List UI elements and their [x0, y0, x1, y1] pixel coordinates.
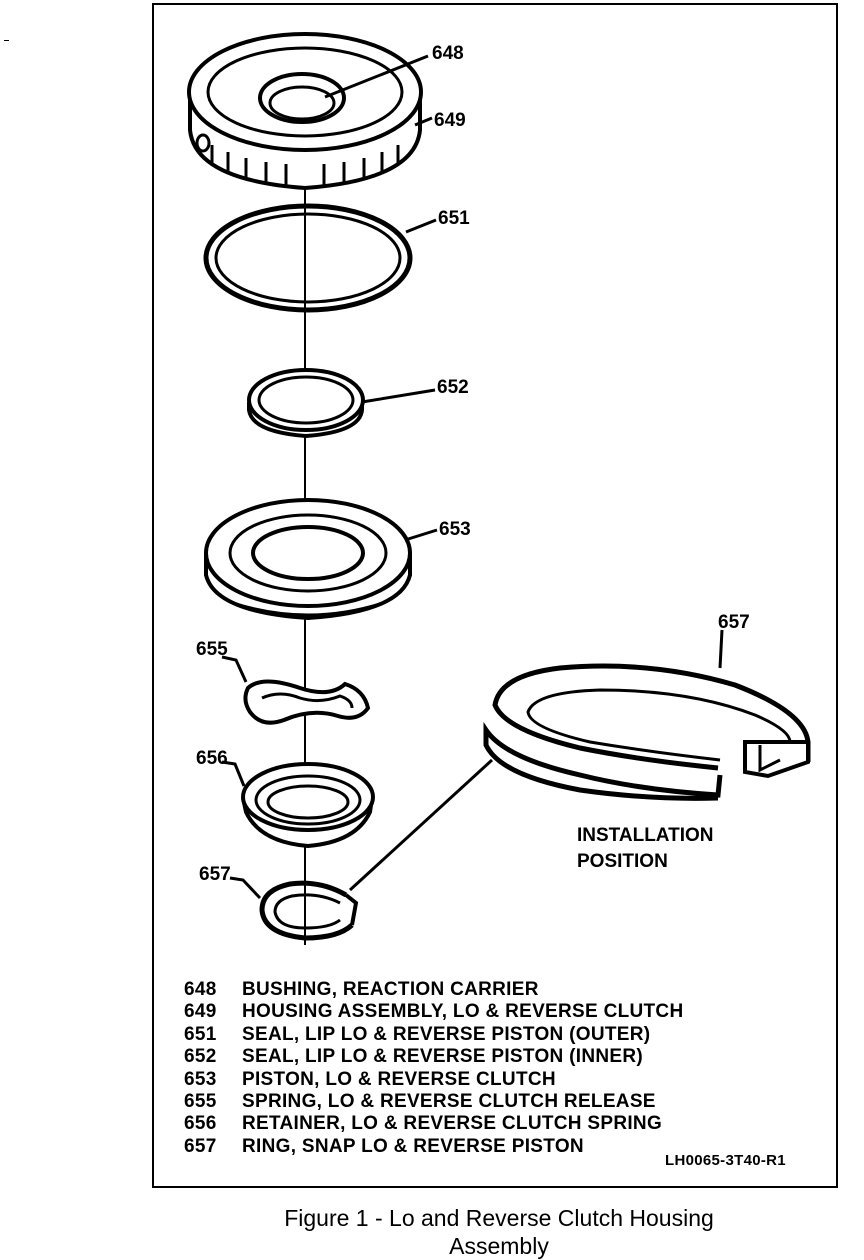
reference-code: LH0065-3T40-R1 [665, 1152, 786, 1169]
callout-657-detail: 657 [718, 612, 750, 633]
legend-description: SEAL, LIP LO & REVERSE PISTON (OUTER) [242, 1023, 651, 1045]
leader-lines [221, 54, 724, 900]
callout-652: 652 [437, 377, 469, 398]
legend-row: 652 SEAL, LIP LO & REVERSE PISTON (INNER) [184, 1046, 784, 1068]
legend-row: 655 SPRING, LO & REVERSE CLUTCH RELEASE [184, 1091, 784, 1113]
legend-row: 656 RETAINER, LO & REVERSE CLUTCH SPRING [184, 1113, 784, 1135]
part-653-piston [204, 498, 412, 621]
legend-number: 649 [184, 1001, 217, 1023]
legend-description: RETAINER, LO & REVERSE CLUTCH SPRING [242, 1113, 663, 1135]
legend-row: 657 RING, SNAP LO & REVERSE PISTON [184, 1136, 784, 1158]
legend-description: SEAL, LIP LO & REVERSE PISTON (INNER) [242, 1046, 644, 1068]
legend-description: SPRING, LO & REVERSE CLUTCH RELEASE [242, 1091, 656, 1113]
legend-number: 657 [184, 1135, 217, 1157]
part-656-spring-retainer [241, 762, 375, 849]
callout-657: 657 [199, 864, 231, 885]
legend-row: 649 HOUSING ASSEMBLY, LO & REVERSE CLUTCH [184, 1001, 784, 1023]
legend-description: HOUSING ASSEMBLY, LO & REVERSE CLUTCH [242, 1001, 684, 1023]
figure-caption: Figure 1 - Lo and Reverse Clutch Housing… [152, 1204, 846, 1260]
caption-line-2: Assembly [449, 1233, 549, 1259]
legend-number: 655 [184, 1091, 217, 1113]
part-657-installation-detail [483, 663, 811, 801]
legend-number: 648 [184, 979, 217, 1000]
legend-row: 651 SEAL, LIP LO & REVERSE PISTON (OUTER) [184, 1024, 784, 1046]
part-651-outer-seal [203, 203, 413, 313]
caption-line-1: Figure 1 - Lo and Reverse Clutch Housing [284, 1205, 714, 1231]
installation-position-label: INSTALLATION POSITION [577, 823, 714, 875]
callout-655: 655 [196, 639, 228, 660]
callout-656: 656 [196, 748, 228, 769]
installation-line-1: INSTALLATION [577, 825, 714, 846]
stray-mark [4, 40, 9, 41]
part-648-bushing [258, 72, 346, 124]
part-655-release-spring [243, 679, 371, 725]
diagram-frame [152, 3, 838, 1188]
part-652-inner-seal [247, 368, 365, 439]
legend-number: 656 [184, 1113, 217, 1135]
parts-legend: 648 BUSHING, REACTION CARRIER 649 HOUSING … [184, 979, 784, 1158]
installation-line-2: POSITION [577, 851, 668, 872]
legend-description: BUSHING, REACTION CARRIER [242, 979, 539, 1000]
callout-653: 653 [439, 519, 471, 540]
legend-number: 651 [184, 1023, 217, 1045]
legend-row: 653 PISTON, LO & REVERSE CLUTCH [184, 1069, 784, 1091]
legend-description: PISTON, LO & REVERSE CLUTCH [242, 1068, 556, 1090]
legend-number: 652 [184, 1046, 217, 1068]
callout-649: 649 [434, 110, 466, 131]
callout-648: 648 [432, 43, 464, 64]
callout-651: 651 [438, 208, 470, 229]
legend-description: RING, SNAP LO & REVERSE PISTON [242, 1135, 584, 1157]
legend-number: 653 [184, 1068, 217, 1090]
part-657-snap-ring [259, 880, 359, 941]
legend-row: 648 BUSHING, REACTION CARRIER [184, 979, 784, 1001]
